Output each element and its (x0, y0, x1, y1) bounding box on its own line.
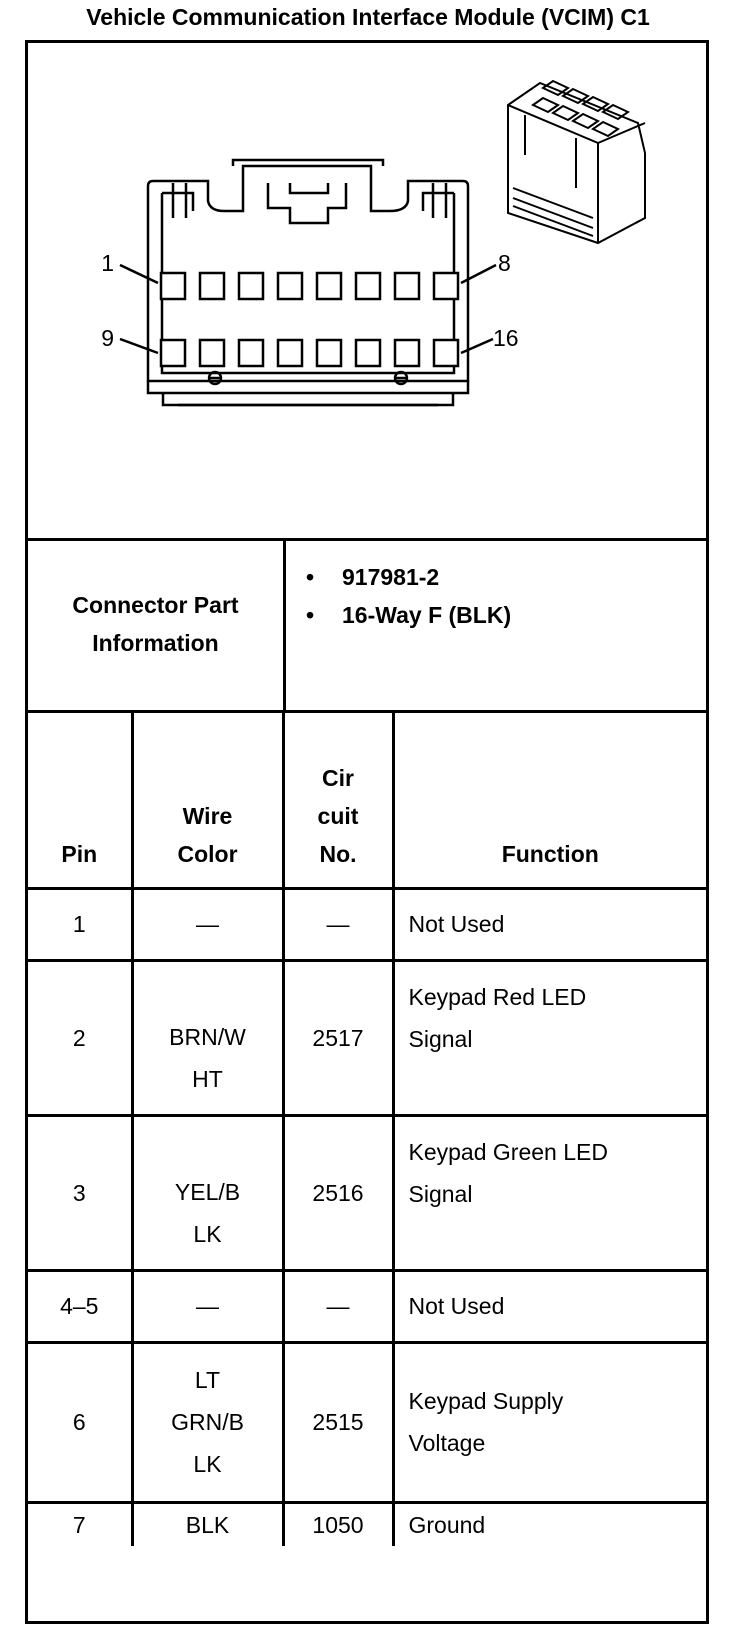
table-row: 7 BLK 1050 Ground (28, 1500, 706, 1546)
connector-info-label-line2: Information (92, 630, 219, 656)
header-pin: Pin (28, 710, 134, 890)
cell-function: Not Used (391, 886, 706, 962)
cell-pin: 1 (28, 886, 134, 962)
pin-label-9: 9 (101, 325, 114, 351)
cell-pin: 2 (28, 958, 134, 1117)
cell-circuit: — (281, 886, 395, 962)
cell-circuit: 2517 (281, 958, 395, 1117)
cell-pin: 4–5 (28, 1268, 134, 1344)
pin-label-1: 1 (101, 250, 114, 276)
cell-function: Not Used (391, 1268, 706, 1344)
table-row: 1 — — Not Used (28, 886, 706, 962)
connector-face-drawing: 1 8 9 16 (101, 79, 646, 407)
page-title: Vehicle Communication Interface Module (… (86, 4, 650, 30)
header-function: Function (391, 710, 706, 890)
connector-info-label-line1: Connector Part (72, 592, 239, 618)
cell-pin: 6 (28, 1340, 134, 1504)
cell-circuit: 2515 (281, 1340, 395, 1504)
cell-function: Ground (391, 1500, 706, 1546)
connector-diagram: 1 8 9 16 (28, 43, 706, 541)
pin-label-8: 8 (498, 250, 511, 276)
pin-label-16: 16 (493, 325, 519, 351)
table-row: 4–5 — — Not Used (28, 1268, 706, 1344)
connector-iso-view (507, 79, 646, 245)
connector-info-list: •917981-2 •16-Way F (BLK) (306, 558, 511, 634)
connector-info-label: Connector Part Information (28, 538, 286, 710)
cell-wire-color: — (130, 886, 285, 962)
cell-circuit: 2516 (281, 1113, 395, 1272)
connector-info-item: •16-Way F (BLK) (306, 602, 512, 628)
cell-pin: 3 (28, 1113, 134, 1272)
cell-circuit: 1050 (281, 1500, 395, 1546)
cell-pin: 7 (28, 1500, 134, 1546)
cell-circuit: — (281, 1268, 395, 1344)
cell-wire-color: BLK (130, 1500, 285, 1546)
connector-info-item: •917981-2 (306, 564, 440, 590)
connector-part-info: Connector Part Information •917981-2 •16… (28, 538, 706, 713)
cell-wire-color: — (130, 1268, 285, 1344)
connector-sheet: 1 8 9 16 Connector Part Information •917… (25, 40, 709, 1624)
